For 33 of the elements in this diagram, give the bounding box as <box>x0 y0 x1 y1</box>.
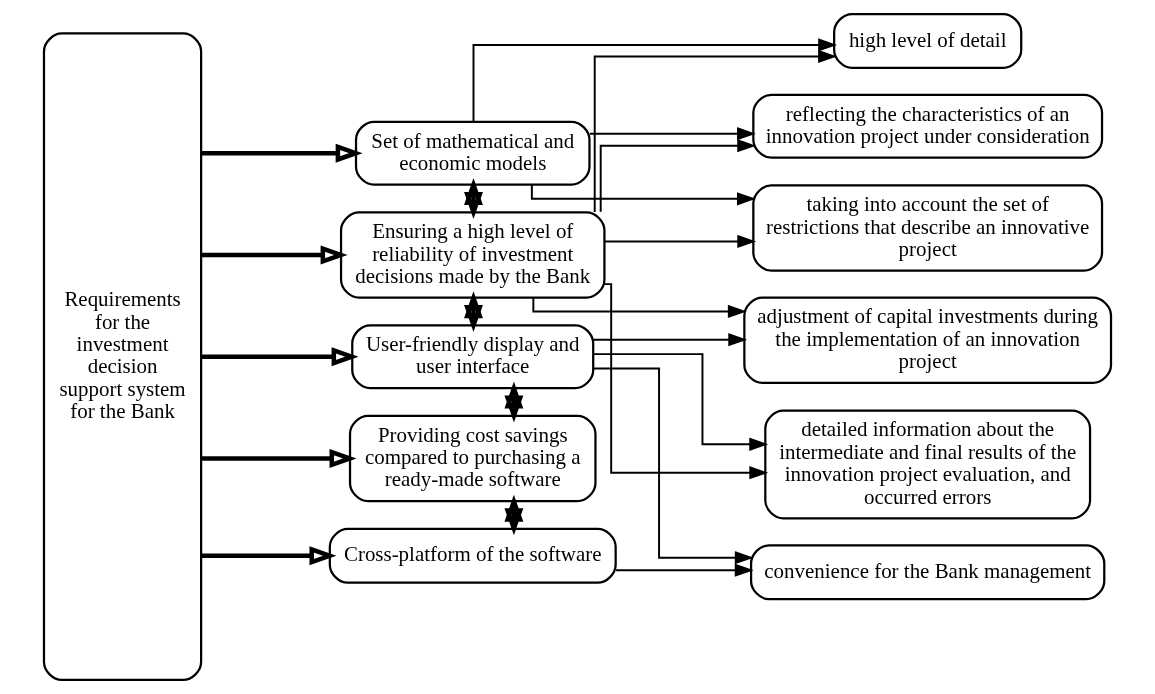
node-box: Set of mathematical and economic models <box>354 120 591 186</box>
arrow <box>201 347 359 367</box>
node-box: reflecting the characteristics of an innovation project under consideration <box>752 93 1104 159</box>
arrow <box>592 367 754 565</box>
arrow <box>592 353 769 451</box>
node-box: taking into account the set of restrictions that describe an innovative project <box>752 184 1104 272</box>
arrow <box>615 563 754 577</box>
arrow <box>201 546 337 566</box>
arrow <box>603 234 757 249</box>
node-box: detailed information about the intermediate and final results of the innovation project evaluation, and occurred errors <box>764 409 1092 520</box>
node-box: Requirements for the investment decision support system for the Bank <box>42 32 203 682</box>
arrow <box>504 381 524 423</box>
arrow <box>201 449 357 468</box>
node-box: high level of detail <box>833 12 1023 70</box>
arrow <box>530 183 756 206</box>
node-box: Ensuring a high level of reliability of investment decisions made by the Bank <box>339 211 606 299</box>
node-box: User-friendly display and user interface <box>351 324 595 390</box>
arrow <box>593 49 837 213</box>
node-box: Providing cost savings compared to purchasing a ready-made software <box>348 414 597 503</box>
node-box: adjustment of capital investments during the implementation of an innovation project <box>743 296 1113 385</box>
arrow <box>472 38 838 123</box>
node-box: convenience for the Bank management <box>750 544 1106 601</box>
node-box: Cross-platform of the software <box>328 527 617 584</box>
arrow <box>603 283 769 480</box>
arrow <box>532 296 747 319</box>
arrow <box>464 291 483 333</box>
arrow <box>504 494 524 536</box>
arrow <box>592 333 748 347</box>
arrow <box>599 139 757 213</box>
arrow <box>464 178 483 219</box>
arrow <box>201 143 363 163</box>
arrow <box>588 127 756 141</box>
arrow <box>201 245 348 265</box>
